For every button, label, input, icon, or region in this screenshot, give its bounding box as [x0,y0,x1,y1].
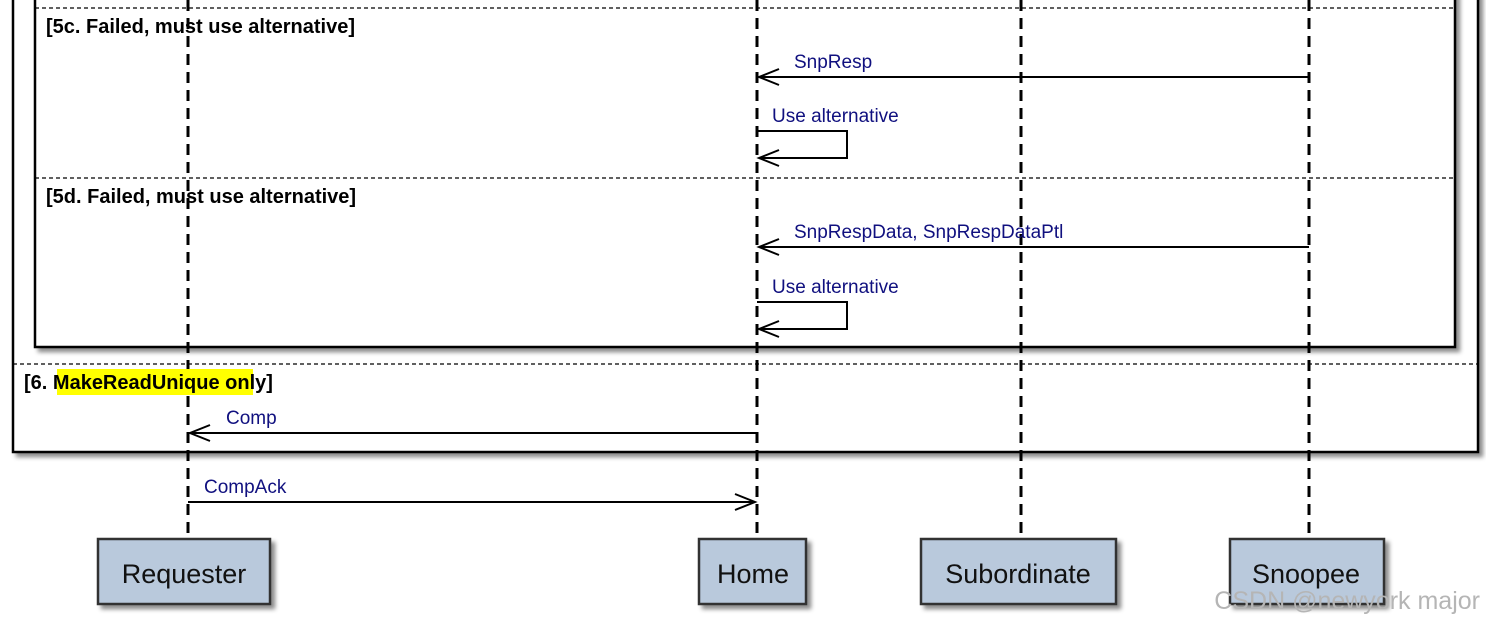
actor-snoopee: Snoopee [1228,537,1386,606]
inner-alt-frame [33,0,1457,349]
section-6-highlight: MakeReadUnique [53,372,220,394]
arrow-self-1 [757,130,848,159]
label-comp: Comp [226,408,277,429]
label-snpresp: SnpResp [794,52,872,73]
section-6-prefix: [6. [24,372,53,394]
actor-snoopee-label: Snoopee [1252,559,1360,589]
section-6-suffix: only] [220,372,273,394]
actor-requester: Requester [96,537,272,606]
actor-snoopee-box [1228,537,1386,606]
actor-requester-box [96,537,272,606]
section-5d-label: [5d. Failed, must use alternative] [46,186,356,208]
label-snprespdata: SnpRespData, SnpRespDataPtl [794,222,1063,243]
actor-subordinate-label: Subordinate [945,559,1091,589]
arrowhead-snprespdata [756,238,780,256]
actor-home-label: Home [717,559,789,589]
section-5c-label: [5c. Failed, must use alternative] [46,16,355,38]
label-compack: CompAck [204,477,287,498]
arrowhead-comp [187,424,211,442]
watermark: CSDN @newyork major [1214,587,1480,615]
arrow-self-2 [757,301,848,330]
arrowhead-compack [734,493,758,511]
actor-home-box [697,537,808,606]
highlight-box [57,369,253,395]
actor-home: Home [697,537,808,606]
arrowhead-self-2 [756,320,780,338]
actor-subordinate: Subordinate [919,537,1118,606]
section-6-label: [6. MakeReadUnique only] [24,372,273,394]
arrowhead-self-1 [756,149,780,167]
actor-subordinate-box [919,537,1118,606]
label-use-alternative-1: Use alternative [772,106,899,127]
label-use-alternative-2: Use alternative [772,277,899,298]
arrowhead-snpresp [756,68,780,86]
actor-requester-label: Requester [122,559,247,589]
